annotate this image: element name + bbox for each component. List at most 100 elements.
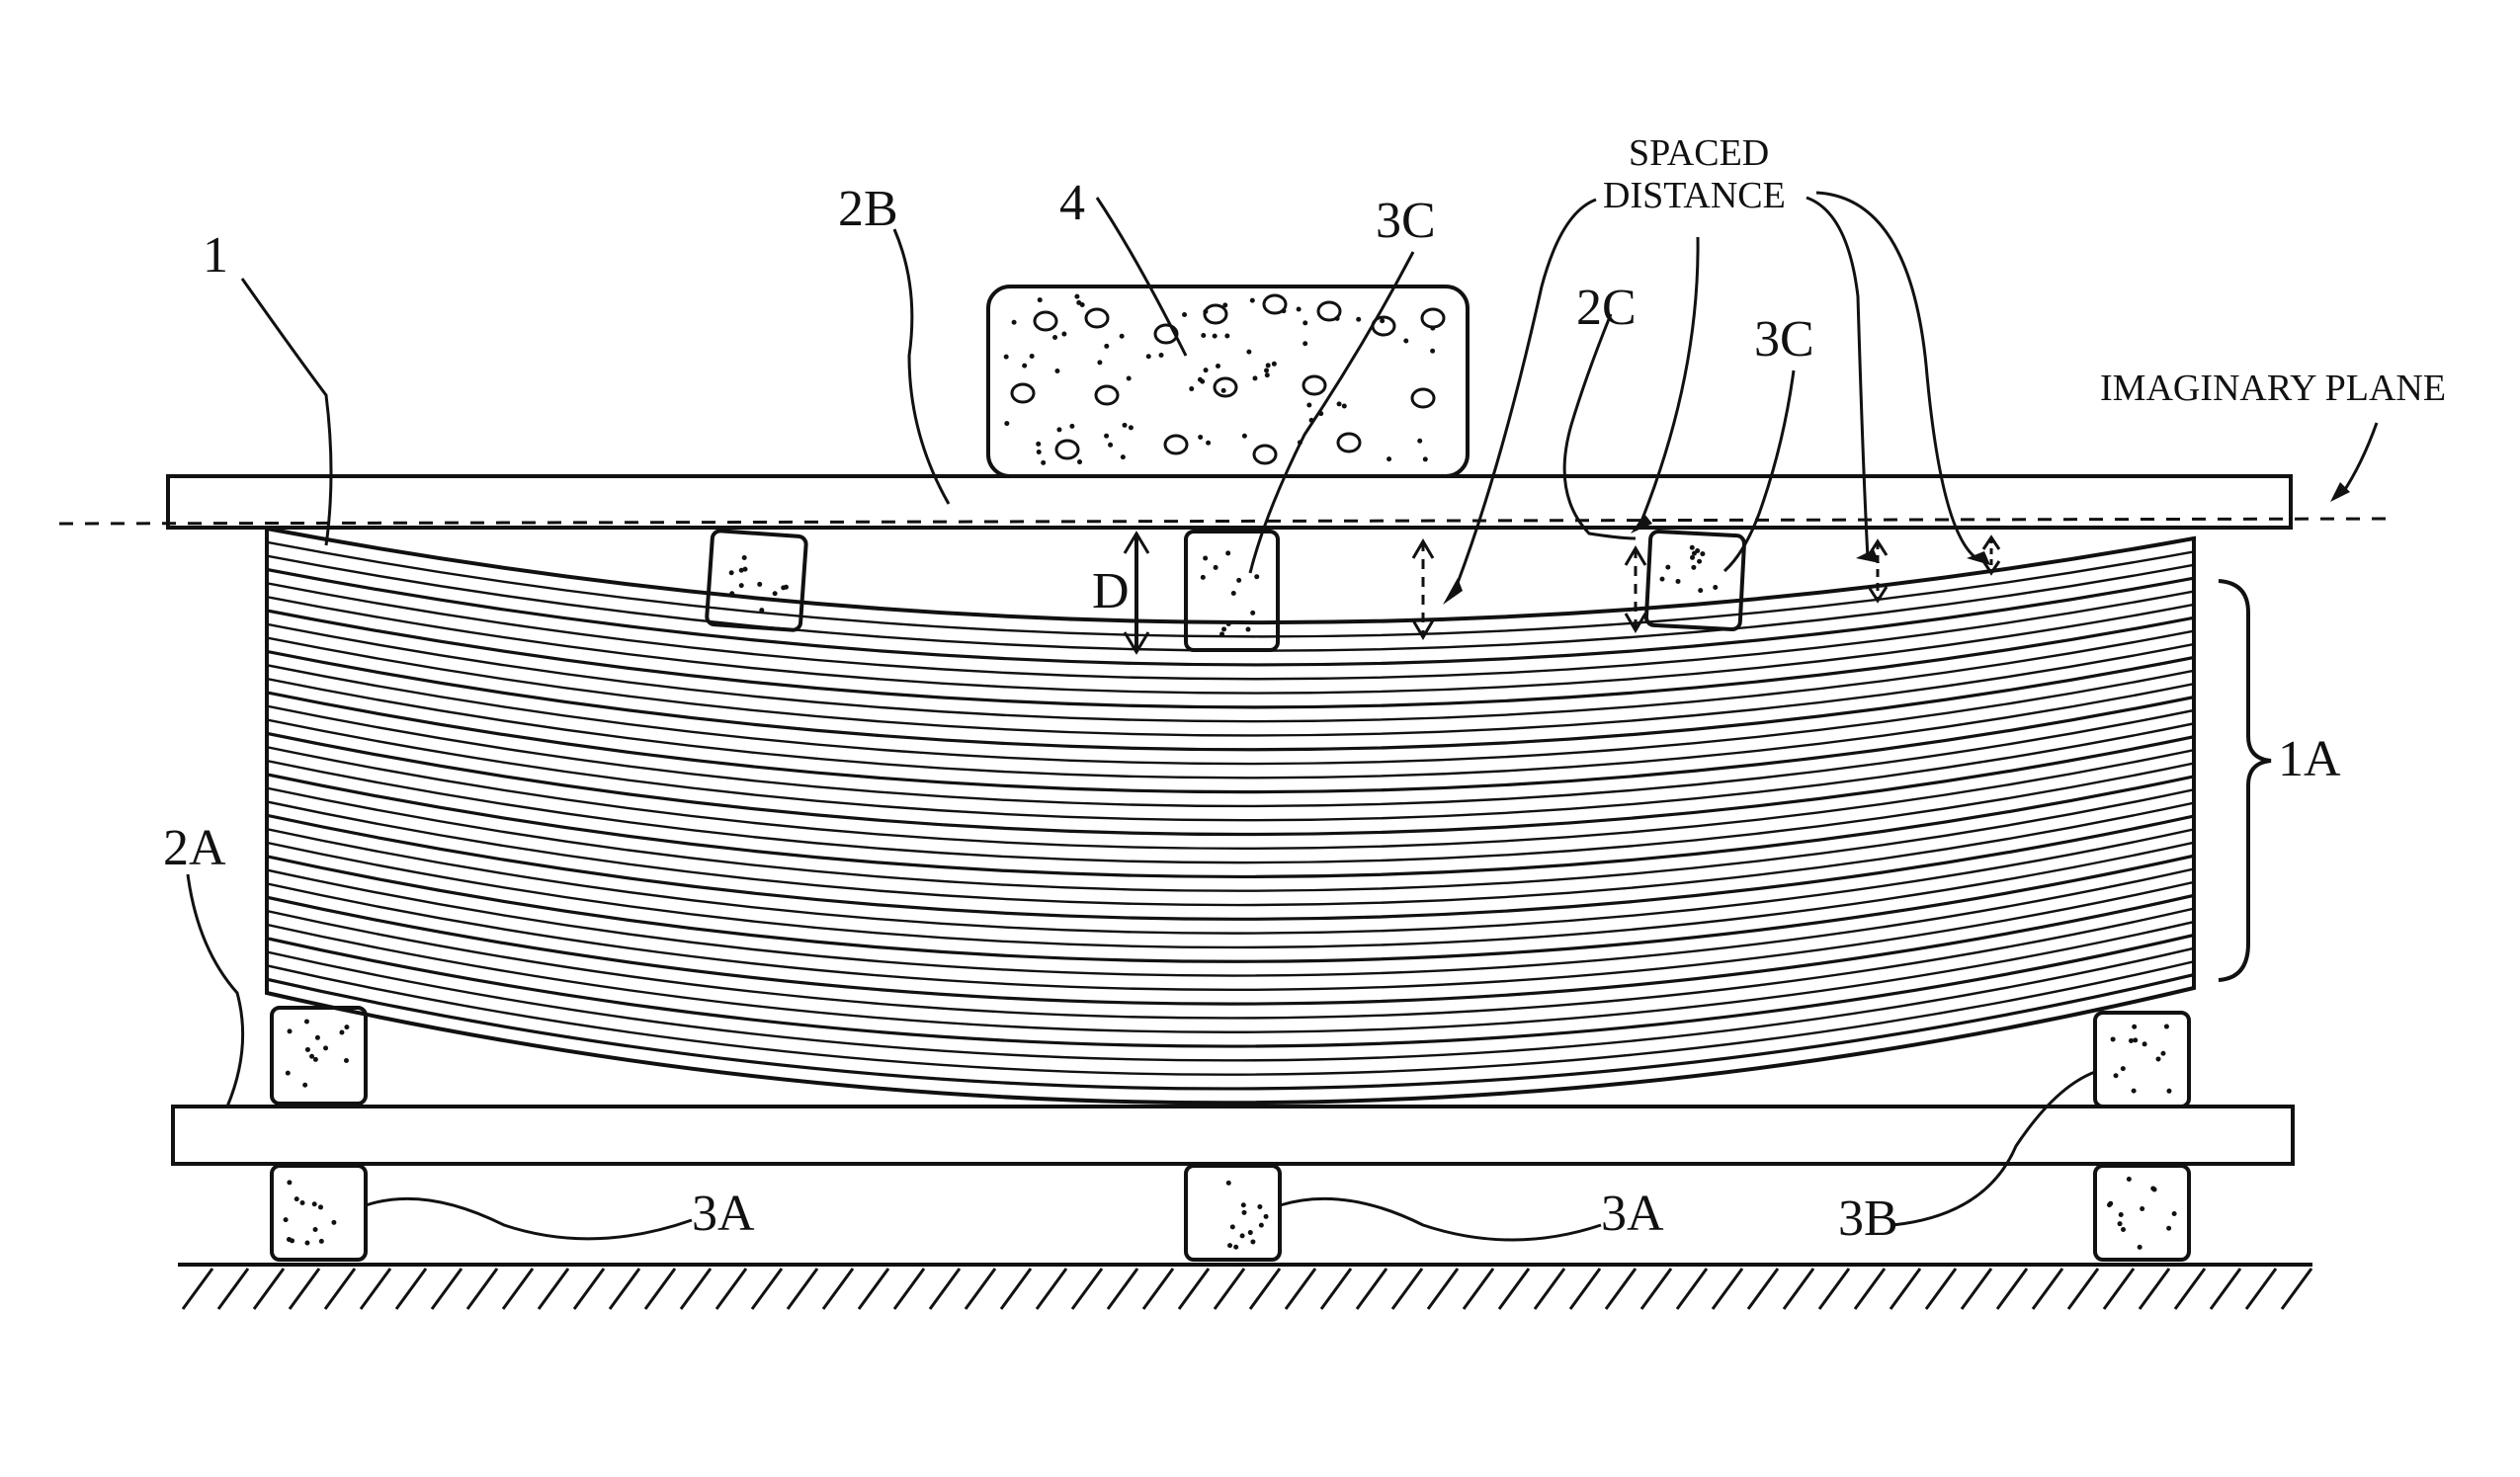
aggregate-circle bbox=[1035, 312, 1056, 330]
hatch-stroke bbox=[1570, 1269, 1600, 1309]
hatch-stroke bbox=[1464, 1269, 1493, 1309]
aggregate-dot bbox=[1297, 307, 1302, 312]
block-texture-dot bbox=[2172, 1211, 2177, 1216]
hatch-stroke bbox=[396, 1269, 426, 1309]
aggregate-circle bbox=[1012, 384, 1034, 402]
block-texture-dot bbox=[1700, 551, 1705, 556]
aggregate-circle bbox=[1205, 305, 1226, 323]
aggregate-dot bbox=[1386, 456, 1391, 461]
aggregate-dot bbox=[1121, 454, 1126, 459]
block-texture-dot bbox=[1257, 1204, 1262, 1209]
aggregate-dot bbox=[1272, 362, 1277, 367]
block-texture-dot bbox=[1219, 631, 1224, 636]
aggregate-dot bbox=[1302, 320, 1307, 325]
block-texture-dot bbox=[1692, 551, 1697, 556]
block-texture-dot bbox=[304, 1241, 309, 1246]
block-texture-dot bbox=[1250, 611, 1255, 615]
label-spaced: SPACED bbox=[1629, 132, 1769, 174]
block-texture-dot bbox=[323, 1045, 328, 1050]
block-texture-dot bbox=[2132, 1089, 2137, 1094]
aggregate-dot bbox=[1266, 363, 1271, 368]
aggregate-dot bbox=[1216, 364, 1220, 369]
aggregate-dot bbox=[1224, 333, 1229, 338]
aggregate-dot bbox=[1252, 375, 1257, 380]
hatch-stroke bbox=[183, 1269, 212, 1309]
hatch-stroke bbox=[361, 1269, 390, 1309]
hatch-stroke bbox=[1108, 1269, 1137, 1309]
aggregate-dot bbox=[1198, 435, 1203, 440]
aggregate-dot bbox=[1380, 318, 1385, 323]
block-texture-dot bbox=[312, 1201, 317, 1206]
hatch-stroke bbox=[1713, 1269, 1742, 1309]
hatch-stroke bbox=[2068, 1269, 2098, 1309]
aggregate-dot bbox=[1159, 353, 1164, 358]
aggregate-dot bbox=[1012, 320, 1017, 325]
block-texture-dot bbox=[1698, 588, 1703, 593]
block-texture-dot bbox=[2129, 1038, 2134, 1043]
sheet-stack-1A bbox=[267, 529, 2194, 1103]
label-1: 1 bbox=[203, 227, 228, 284]
block-texture-dot bbox=[344, 1058, 349, 1063]
block-texture-dot bbox=[286, 1071, 291, 1076]
block-texture-dot bbox=[1665, 565, 1670, 570]
label-3C-right: 3C bbox=[1754, 311, 1814, 368]
label-3B: 3B bbox=[1838, 1190, 1898, 1247]
hatch-stroke bbox=[610, 1269, 639, 1309]
lower-plate-2A bbox=[173, 1107, 2293, 1164]
hatch-stroke bbox=[539, 1269, 568, 1309]
block-texture-dot bbox=[2133, 1037, 2138, 1042]
hatch-stroke bbox=[1321, 1269, 1351, 1309]
block-texture-dot bbox=[2107, 1202, 2112, 1207]
block-texture-dot bbox=[1240, 1233, 1245, 1238]
hatch-stroke bbox=[2033, 1269, 2062, 1309]
block-texture-dot bbox=[1230, 1224, 1235, 1229]
block-texture-dot bbox=[1241, 1202, 1246, 1207]
aggregate-dot bbox=[1189, 386, 1194, 391]
aggregate-dot bbox=[1030, 354, 1035, 359]
aggregate-dot bbox=[1036, 442, 1041, 447]
block-texture-dot bbox=[1250, 1239, 1255, 1244]
block-texture-dot bbox=[2121, 1066, 2126, 1071]
block-texture-dot bbox=[305, 1047, 310, 1052]
label-3C-left: 3C bbox=[1376, 193, 1436, 249]
aggregate-dot bbox=[1430, 326, 1435, 331]
block-texture-dot bbox=[739, 583, 744, 588]
hatch-stroke bbox=[432, 1269, 462, 1309]
hatch-stroke bbox=[574, 1269, 604, 1309]
hatch-stroke bbox=[2282, 1269, 2311, 1309]
block-texture-dot bbox=[304, 1020, 309, 1025]
aggregate-dot bbox=[1403, 338, 1408, 343]
leader-lines bbox=[188, 193, 2377, 1240]
block-texture-dot bbox=[318, 1204, 323, 1209]
aggregate-dot bbox=[1077, 459, 1082, 464]
hatch-stroke bbox=[254, 1269, 284, 1309]
block-texture-dot bbox=[2152, 1187, 2157, 1191]
aggregate-dot bbox=[1302, 341, 1307, 346]
hatch-stroke bbox=[2175, 1269, 2205, 1309]
sheet-line bbox=[267, 815, 2194, 919]
label-imaginary-plane: IMAGINARY PLANE bbox=[2100, 368, 2446, 409]
sheet-line bbox=[267, 869, 2194, 976]
aggregate-dot bbox=[1120, 334, 1125, 339]
aggregate-dot bbox=[1038, 297, 1043, 302]
block-texture-dot bbox=[773, 591, 778, 596]
block-texture-dot bbox=[288, 1028, 293, 1033]
aggregate-dot bbox=[1417, 439, 1422, 444]
aggregate-dot bbox=[1022, 364, 1027, 369]
block-texture-dot bbox=[294, 1196, 299, 1201]
block-texture-dot bbox=[1231, 591, 1236, 596]
block-texture-dot bbox=[1225, 550, 1230, 555]
hatch-stroke bbox=[1499, 1269, 1529, 1309]
aggregate-dot bbox=[1198, 377, 1203, 382]
aggregate-dot bbox=[1004, 355, 1009, 360]
block-texture-dot bbox=[2118, 1221, 2123, 1226]
hatch-stroke bbox=[1037, 1269, 1066, 1309]
hatch-stroke bbox=[1143, 1269, 1173, 1309]
block-texture-dot bbox=[1264, 1214, 1269, 1219]
aggregate-dot bbox=[1342, 403, 1347, 408]
support-block-middle bbox=[1186, 1166, 1280, 1260]
block-texture-dot bbox=[1242, 1210, 1247, 1215]
sheet-line bbox=[267, 856, 2194, 961]
aggregate-dot bbox=[1056, 427, 1061, 432]
